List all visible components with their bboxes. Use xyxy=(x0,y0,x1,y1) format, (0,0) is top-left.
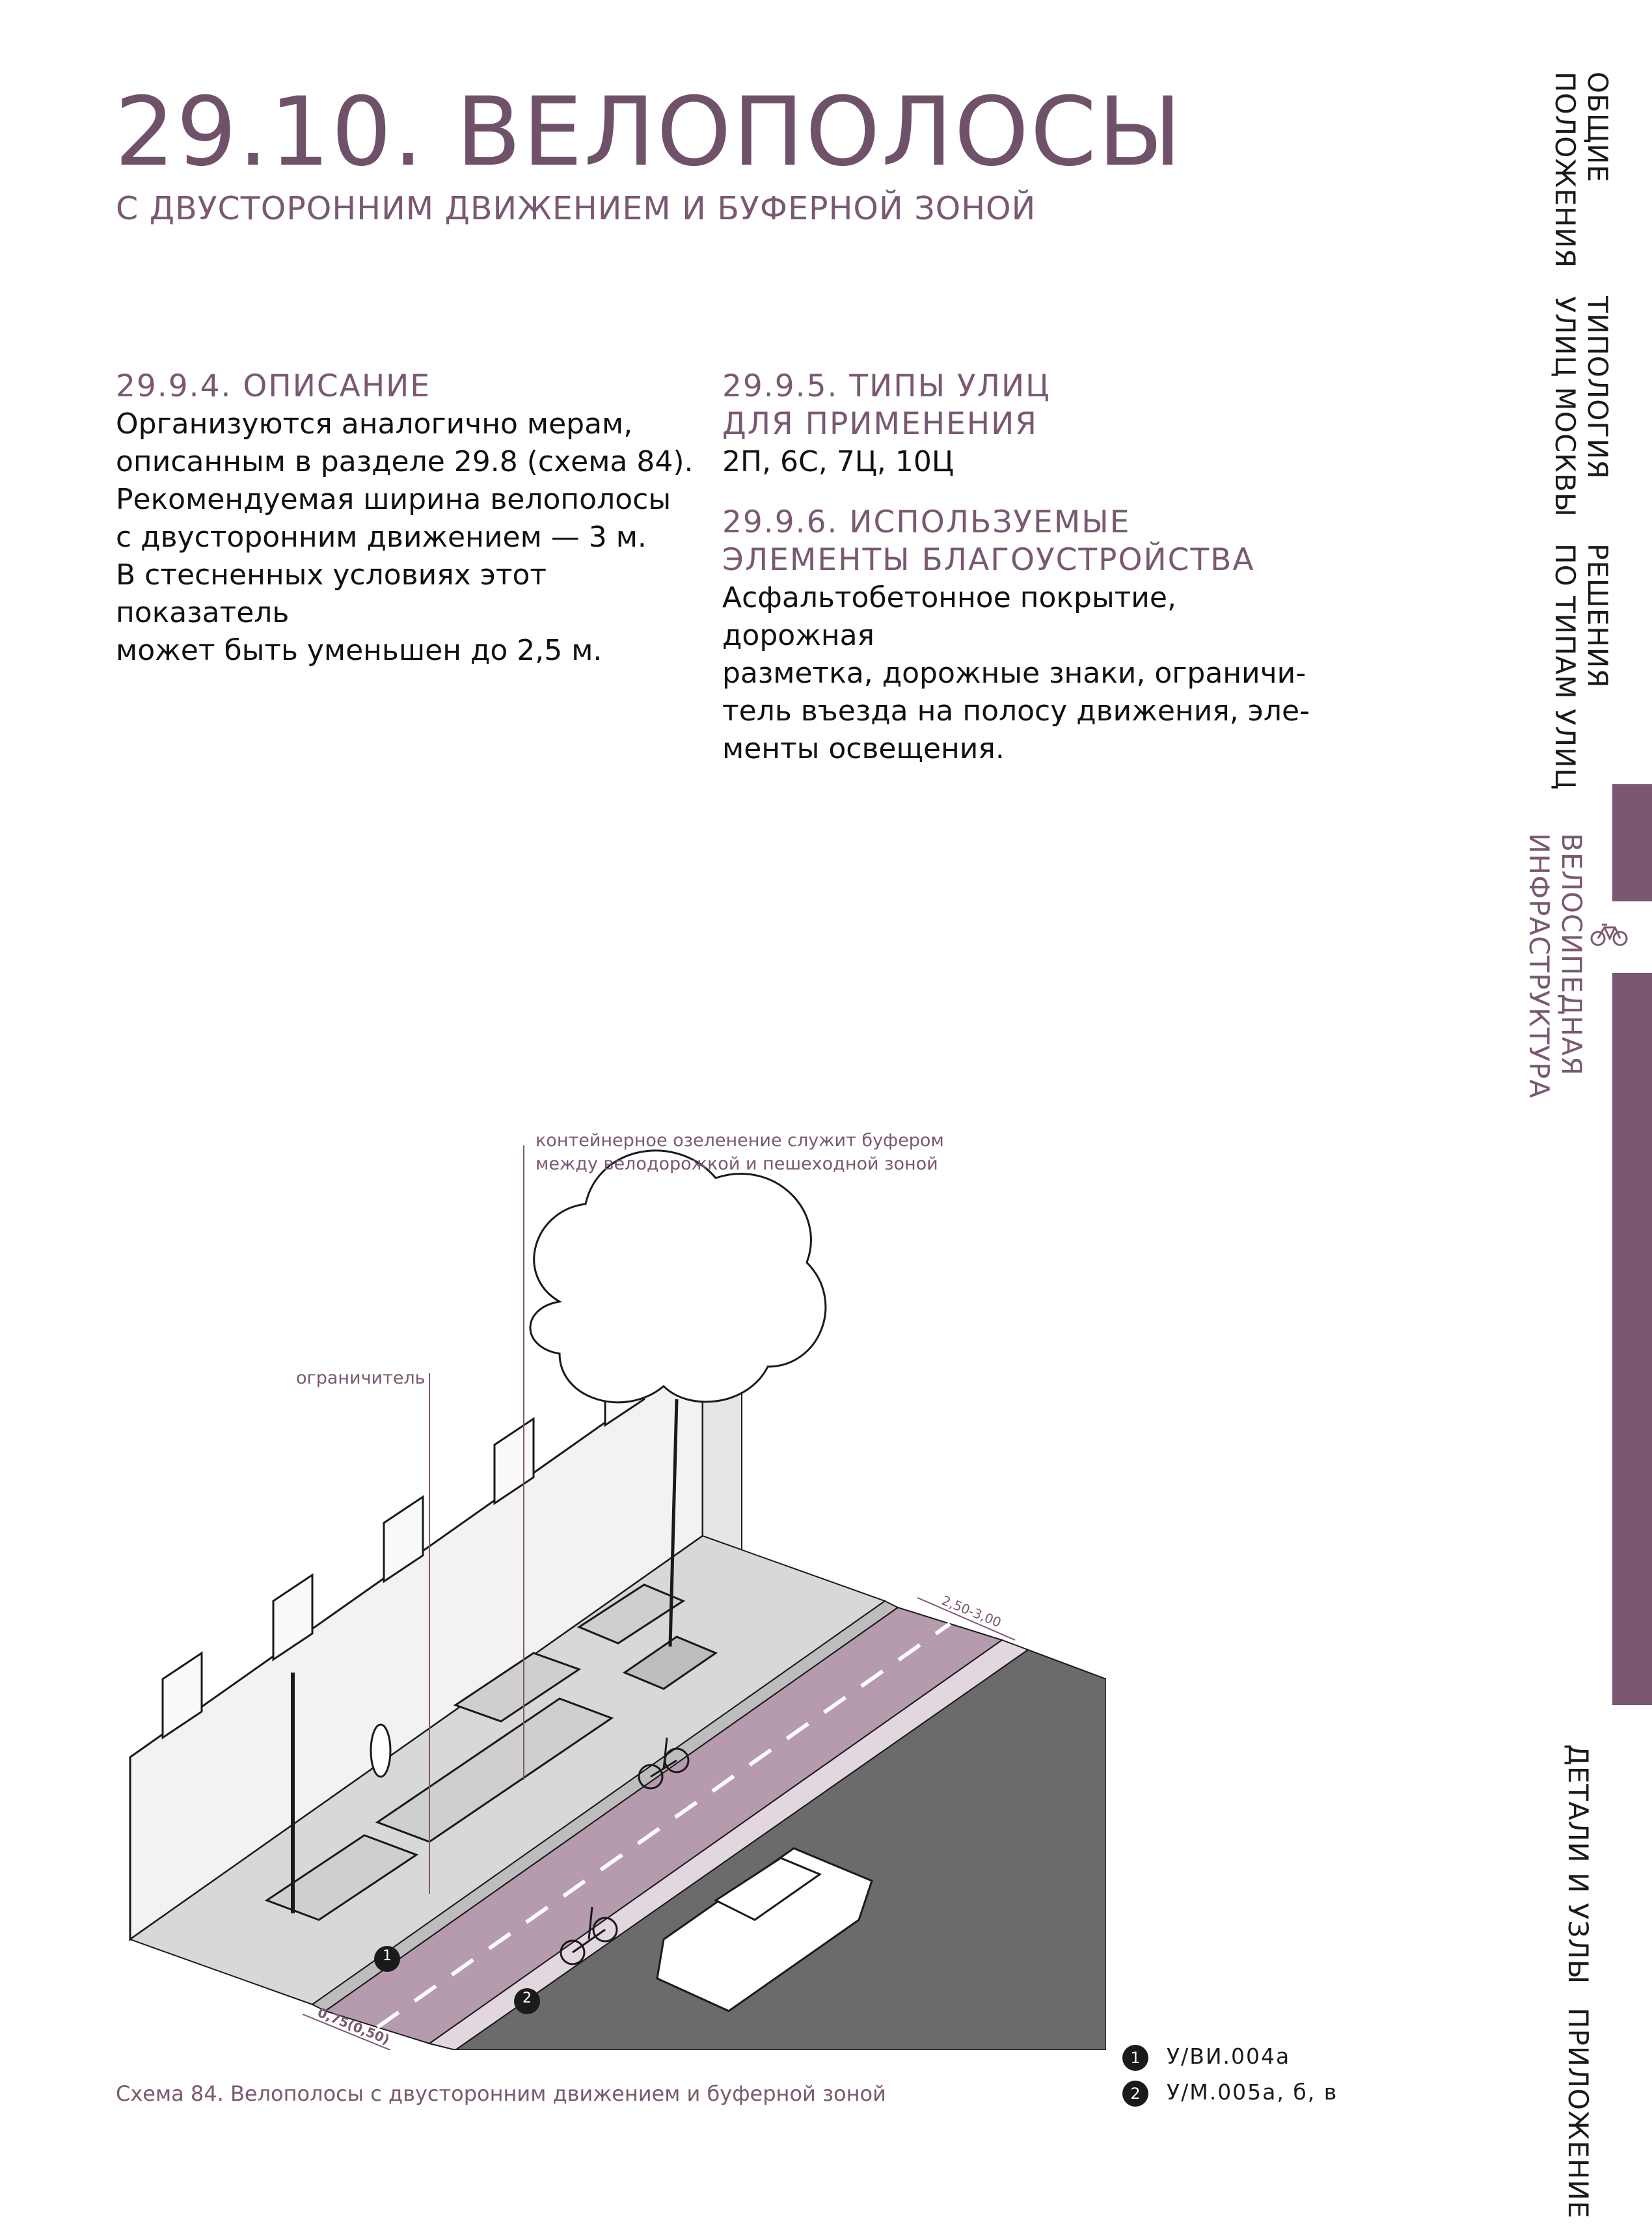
description-heading: 29.9.4. ОПИСАНИЕ xyxy=(116,368,431,404)
nav-item-bike-infra[interactable]: ВЕЛОСИПЕДНАЯ ИНФРАСТРУКТУРА xyxy=(1523,833,1588,1099)
description-text: Организуются аналогично мерам, описанным… xyxy=(116,405,701,670)
legend-text: У/М.005а, б, в xyxy=(1167,2079,1338,2105)
elements-heading: 29.9.6. ИСПОЛЬЗУЕМЫЕ ЭЛЕМЕНТЫ БЛАГОУСТРО… xyxy=(722,504,1321,579)
elements-line: Асфальтобетонное покрытие, дорожная xyxy=(722,581,1176,652)
nav-item-label: ПРИЛОЖЕНИЕ xyxy=(1562,2008,1594,2219)
nav-item-general[interactable]: ОБЩИЕ ПОЛОЖЕНИЯ xyxy=(1549,72,1614,268)
page-title: 29.10. ВЕЛОПОЛОСЫ xyxy=(115,77,1184,187)
legend-text: У/ВИ.004а xyxy=(1167,2044,1291,2069)
elements-text: Асфальтобетонное покрытие, дорожная разм… xyxy=(722,579,1321,768)
tree-canopy xyxy=(529,1149,827,1404)
nav-item-label: УЛИЦ МОСКВЫ xyxy=(1549,296,1581,517)
tree-pit xyxy=(622,1635,718,1690)
marker-2-label: 2 xyxy=(522,1990,532,2006)
elements-heading-line: ЭЛЕМЕНТЫ БЛАГОУСТРОЙСТВА xyxy=(722,542,1255,578)
nav-active-bar-bottom xyxy=(1612,973,1652,1705)
tree-trunk xyxy=(668,1399,679,1647)
dim-lane-line xyxy=(917,1597,1016,1641)
dim-buffer-line xyxy=(302,2014,391,2051)
description-line: с двусторонним движением — 3 м. xyxy=(116,521,647,554)
marker-2 xyxy=(514,1988,540,2014)
page-subtitle: С ДВУСТОРОННИМ ДВИЖЕНИЕМ И БУФЕРНОЙ ЗОНО… xyxy=(116,190,1036,227)
elements-line: тель въезда на полосу движения, эле- xyxy=(722,694,1310,728)
nav-item-label: ОБЩИЕ xyxy=(1582,72,1614,183)
nav-item-label: ПОЛОЖЕНИЯ xyxy=(1549,72,1581,269)
description-line: может быть уменьшен до 2,5 м. xyxy=(116,634,603,667)
callout-greening-line: контейнерное озеленение служит буфером xyxy=(535,1130,944,1151)
description-line: В стесненных условиях этот показатель xyxy=(116,558,547,629)
marker-1-label: 1 xyxy=(383,1948,392,1964)
elements-line: менты освещения. xyxy=(722,732,1005,765)
nav-item-solutions[interactable]: РЕШЕНИЯ ПО ТИПАМ УЛИЦ xyxy=(1549,543,1614,790)
pedestrian xyxy=(370,1723,392,1778)
nav-item-label: ТИПОЛОГИЯ xyxy=(1582,296,1614,480)
bike-lane-diagram: контейнерное озеленение служит буфером м… xyxy=(91,1106,1107,2051)
elements-line: разметка, дорожные знаки, ограничи- xyxy=(722,657,1307,690)
nav-item-label: ВЕЛОСИПЕДНАЯ xyxy=(1556,833,1588,1076)
description-line: Рекомендуемая ширина велополосы xyxy=(116,483,671,516)
nav-item-typology[interactable]: ТИПОЛОГИЯ УЛИЦ МОСКВЫ xyxy=(1549,296,1614,517)
nav-item-label: РЕШЕНИЯ xyxy=(1582,543,1614,689)
legend-marker: 1 xyxy=(1122,2044,1148,2071)
description-line: Организуются аналогично мерам, xyxy=(116,407,633,441)
right-column: 29.9.5. ТИПЫ УЛИЦ ДЛЯ ПРИМЕНЕНИЯ 2П, 6С,… xyxy=(722,368,1321,768)
street-types-heading-line: ДЛЯ ПРИМЕНЕНИЯ xyxy=(722,406,1038,442)
legend-item: 2 У/М.005а, б, в xyxy=(1122,2079,1338,2107)
callout-greening-line: между велодорожкой и пешеходной зоной xyxy=(535,1154,938,1174)
nav-item-label: ПО ТИПАМ УЛИЦ xyxy=(1549,543,1581,791)
planters xyxy=(264,1583,686,1921)
marker-1 xyxy=(374,1946,400,1972)
lane-center-line xyxy=(376,1622,951,2029)
legend-marker: 2 xyxy=(1122,2080,1148,2107)
bicycle-icon xyxy=(1590,923,1628,946)
elements-heading-line: 29.9.6. ИСПОЛЬЗУЕМЫЕ xyxy=(722,504,1131,540)
nav-item-label: ДЕТАЛИ И УЗЛЫ xyxy=(1562,1744,1594,1985)
callout-greening: контейнерное озеленение служит буфером м… xyxy=(535,1129,944,1176)
description-section: 29.9.4. ОПИСАНИЕ Организуются аналогично… xyxy=(116,368,701,670)
nav-item-appendix[interactable]: ПРИЛОЖЕНИЕ xyxy=(1562,2008,1594,2219)
car xyxy=(656,1847,873,2012)
nav-item-details[interactable]: ДЕТАЛИ И УЗЛЫ xyxy=(1562,1744,1594,1984)
isometric-street-illustration xyxy=(128,1145,1107,2051)
legend-item: 1 У/ВИ.004а xyxy=(1122,2044,1290,2071)
street-types-heading: 29.9.5. ТИПЫ УЛИЦ ДЛЯ ПРИМЕНЕНИЯ xyxy=(722,368,1321,443)
street-types-value: 2П, 6С, 7Ц, 10Ц xyxy=(722,445,955,478)
nav-active-bar-top xyxy=(1612,784,1652,901)
figure-caption: Схема 84. Велополосы с двусторонним движ… xyxy=(116,2081,886,2106)
cyclists xyxy=(560,1737,690,1965)
street-types-heading-line: 29.9.5. ТИПЫ УЛИЦ xyxy=(722,368,1051,404)
description-line: описанным в разделе 29.8 (схема 84). xyxy=(116,445,694,478)
nav-item-label: ИНФРАСТРУКТУРА xyxy=(1523,833,1555,1099)
callout-limiter: ограничитель xyxy=(296,1368,426,1388)
